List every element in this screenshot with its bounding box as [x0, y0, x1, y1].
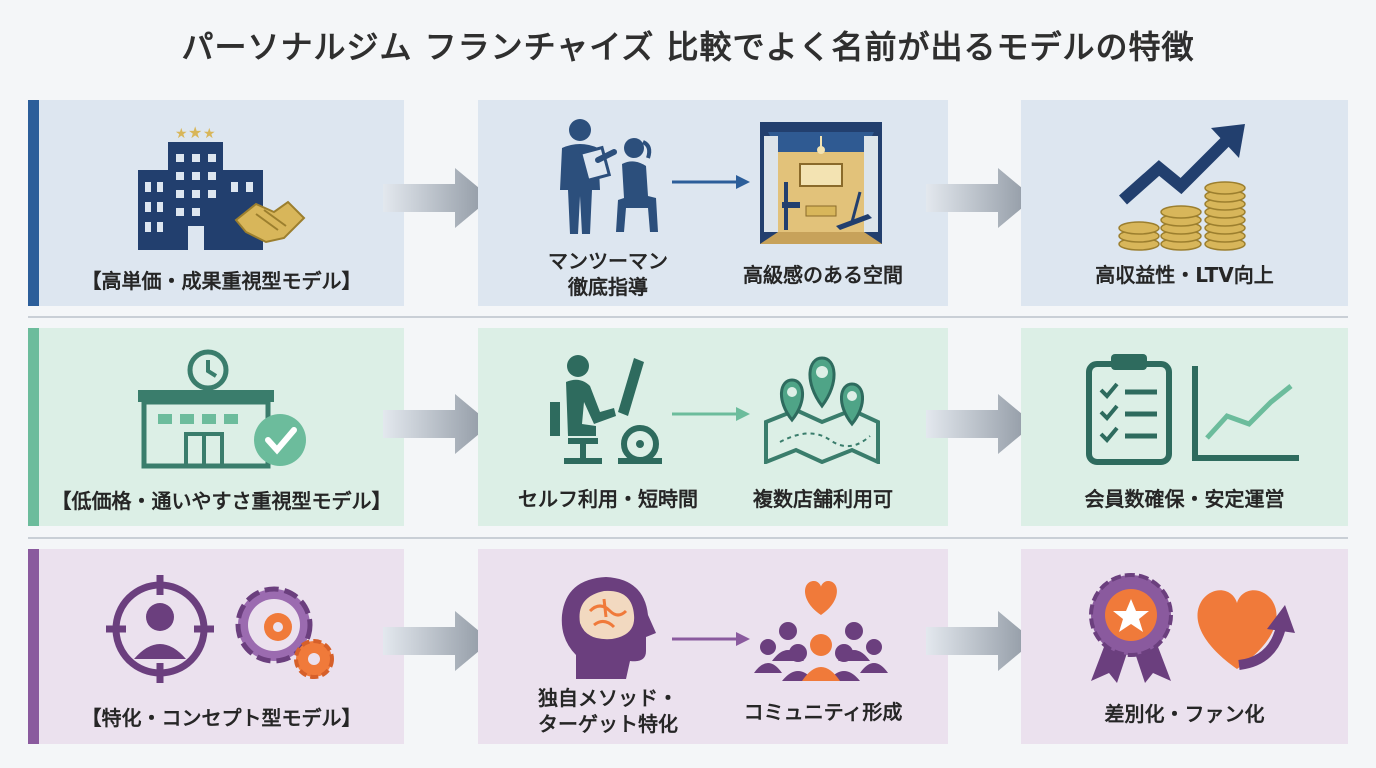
result-panel: 差別化・ファン化: [1021, 549, 1348, 744]
model-panel: 【低価格・通いやすさ重視型モデル】: [28, 328, 404, 526]
feature1-label-line1: 独自メソッド・: [538, 686, 678, 710]
luxury-gym-interior-icon: [760, 122, 882, 244]
feature2-label: コミュニティ形成: [743, 700, 903, 724]
row-accent-bar: [28, 549, 39, 744]
result-panel: 高収益性・LTV向上: [1021, 100, 1348, 306]
feature1-label-line2: 徹底指導: [568, 275, 648, 299]
feature1-label: セルフ利用・短時間: [518, 487, 698, 511]
row-high-price-model: ★ ★ ★ 【高単価・成果重視型モデル】: [28, 100, 1348, 306]
gym-storefront-clock-check-icon: [138, 349, 306, 469]
community-heart-icon: [754, 581, 888, 681]
row-accent-bar: [28, 328, 39, 526]
feature-panel: セルフ利用・短時間 複数店舗利用可: [478, 328, 948, 526]
result-label: 高収益性・LTV向上: [1095, 263, 1274, 287]
award-badge-icon: [1089, 573, 1173, 683]
model-label: 【特化・コンセプト型モデル】: [81, 706, 362, 730]
model-label: 【低価格・通いやすさ重視型モデル】: [51, 489, 392, 513]
row-divider: [28, 316, 1348, 318]
clipboard-checklist-icon: [1086, 354, 1172, 465]
model-label: 【高単価・成果重視型モデル】: [81, 269, 362, 293]
result-label: 差別化・ファン化: [1104, 702, 1265, 726]
flow-arrow-icon: [926, 394, 1034, 454]
flow-arrow-icon: [383, 168, 491, 228]
heart-arrow-icon: [1197, 590, 1295, 670]
exercise-bike-icon: [550, 355, 662, 464]
small-flow-arrow-icon: [672, 632, 750, 646]
flow-arrow-icon: [383, 394, 491, 454]
page-title: パーソナルジム フランチャイズ 比較でよく名前が出るモデルの特徴: [181, 28, 1195, 66]
svg-text:★: ★: [175, 126, 188, 142]
row-concept-model: 【特化・コンセプト型モデル】 独自メ: [28, 549, 1348, 744]
brain-head-icon: [561, 577, 656, 679]
feature2-label: 高級感のある空間: [743, 263, 903, 287]
model-panel: 【特化・コンセプト型モデル】: [28, 549, 404, 744]
feature1-label-line1: マンツーマン: [548, 249, 668, 273]
small-flow-arrow-icon: [672, 175, 750, 189]
growth-coins-icon: [1118, 124, 1246, 251]
result-label: 会員数確保・安定運営: [1084, 487, 1285, 511]
feature-panel: 独自メソッド・ ターゲット特化 コミュニティ形成: [478, 549, 948, 744]
result-panel: 会員数確保・安定運営: [1021, 328, 1348, 526]
target-person-icon: [106, 575, 214, 683]
map-locations-icon: [764, 356, 880, 464]
feature-panel: マンツーマン 徹底指導 高級感のある空間: [478, 100, 948, 306]
svg-text:★: ★: [188, 123, 202, 142]
row-low-price-model: 【低価格・通いやすさ重視型モデル】: [28, 328, 1348, 526]
model-panel: ★ ★ ★ 【高単価・成果重視型モデル】: [28, 100, 404, 306]
personal-trainer-icon: [560, 119, 658, 234]
hotel-building-handshake-icon: ★ ★ ★: [138, 123, 306, 250]
line-graph-icon: [1192, 366, 1299, 461]
small-flow-arrow-icon: [672, 407, 750, 421]
flow-arrow-icon: [926, 611, 1034, 671]
feature1-label-line2: ターゲット特化: [538, 712, 678, 736]
row-divider: [28, 537, 1348, 539]
feature2-label: 複数店舗利用可: [753, 487, 893, 511]
flow-arrow-icon: [926, 168, 1034, 228]
svg-text:★: ★: [203, 126, 216, 142]
gears-icon: [235, 586, 334, 679]
row-accent-bar: [28, 100, 39, 306]
flow-arrow-icon: [383, 611, 491, 671]
